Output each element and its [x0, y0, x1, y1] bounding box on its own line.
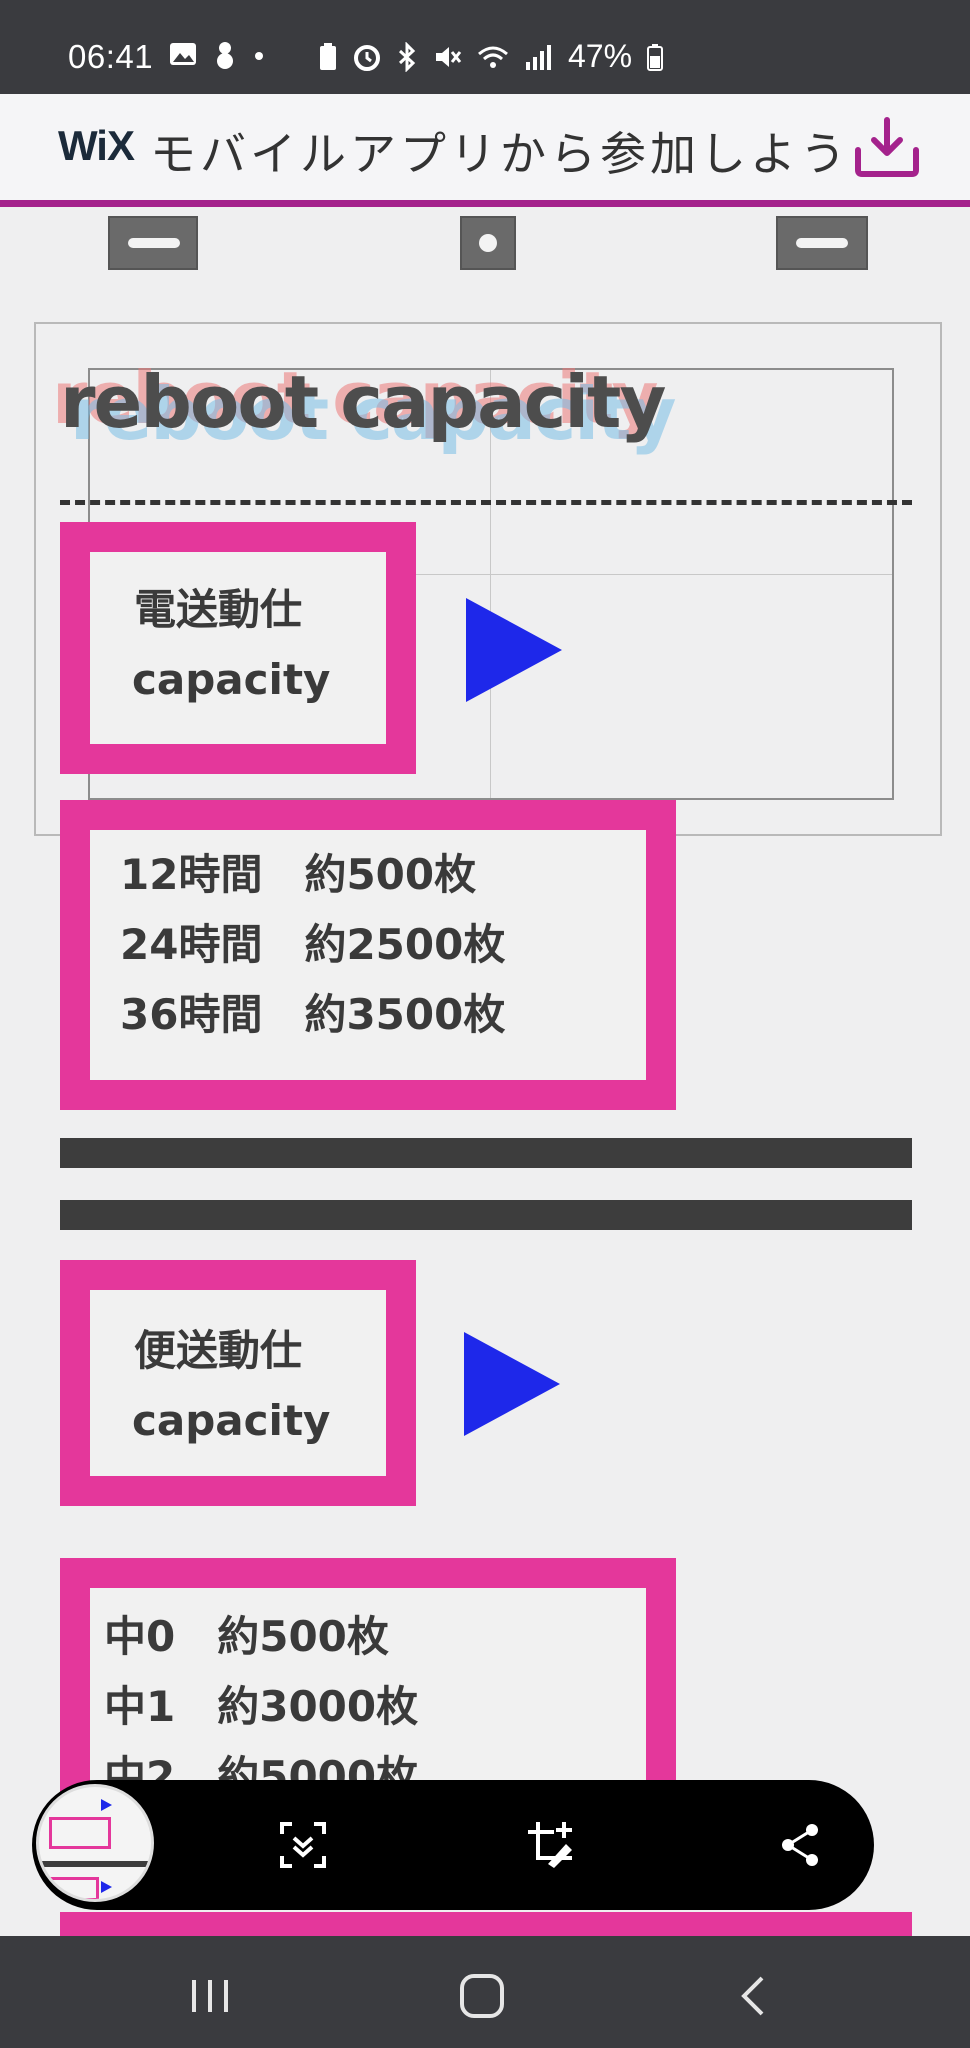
play-arrow-icon: [464, 1332, 560, 1436]
section1-list-box: [60, 800, 676, 1110]
back-icon[interactable]: [724, 1966, 784, 2026]
download-icon[interactable]: [852, 114, 922, 180]
dashed-divider: [60, 500, 912, 505]
battery-icon: [647, 43, 664, 71]
signal-icon: [526, 44, 551, 70]
edit-crop-icon[interactable]: [524, 1818, 578, 1872]
dot-icon: [255, 52, 263, 60]
status-left-icons: [168, 40, 266, 70]
section2-label-line2: capacity: [132, 1396, 331, 1445]
battery-saver-icon: [320, 42, 336, 70]
play-arrow-icon: [466, 598, 562, 702]
screenshot-toolbar: [32, 1780, 874, 1910]
mute-icon: [436, 46, 462, 67]
section2-label-box: [60, 1260, 416, 1506]
section2-row-2: 中1 約3000枚: [104, 1682, 419, 1731]
decor-pill-left: [108, 216, 198, 270]
title-ghost-blue: reboot capacity: [70, 372, 676, 456]
title-ghost-red: reboot capacity: [52, 356, 658, 440]
snowman-icon: [217, 42, 233, 69]
section3-box-edge: [60, 1912, 912, 1936]
section1-row-1: 12時間 約500枚: [120, 850, 477, 899]
section1-row-3: 36時間 約3500枚: [120, 990, 506, 1039]
section2-row-1: 中0 約500枚: [104, 1612, 389, 1661]
wifi-icon: [478, 46, 508, 68]
section1-row-2: 24時間 約2500枚: [120, 920, 506, 969]
battery-percent: 47%: [568, 38, 633, 74]
decor-pill-right: [776, 216, 868, 270]
navigation-bar: [0, 1936, 970, 2048]
divider-bar-2: [60, 1200, 912, 1230]
status-time: 06:41: [68, 38, 154, 75]
alarm-icon: [354, 44, 380, 71]
scroll-capture-icon[interactable]: [276, 1818, 330, 1872]
recent-apps-icon[interactable]: [180, 1966, 240, 2026]
decor-pill-center: [460, 216, 516, 270]
bluetooth-icon: [398, 41, 416, 72]
banner-text: モバイルアプリから参加しよう: [150, 127, 850, 181]
share-icon[interactable]: [774, 1818, 828, 1872]
section1-label-box: [60, 522, 416, 774]
status-bar: 06:41 47%: [0, 0, 970, 94]
wix-logo: WiX: [58, 122, 135, 169]
home-icon[interactable]: [452, 1966, 512, 2026]
section1-label-line2: capacity: [132, 655, 331, 704]
section2-label-line1: 便送動仕: [134, 1326, 303, 1375]
screenshot-thumbnail[interactable]: [36, 1784, 154, 1902]
divider-bar-1: [60, 1138, 912, 1168]
wix-app-banner[interactable]: WiX モバイルアプリから参加しよう: [0, 94, 970, 207]
page-title: reboot capacity: [60, 360, 666, 444]
image-icon: [170, 43, 196, 65]
section1-label-line1: 電送動仕: [134, 585, 303, 634]
status-right-icons: 47%: [318, 38, 664, 75]
